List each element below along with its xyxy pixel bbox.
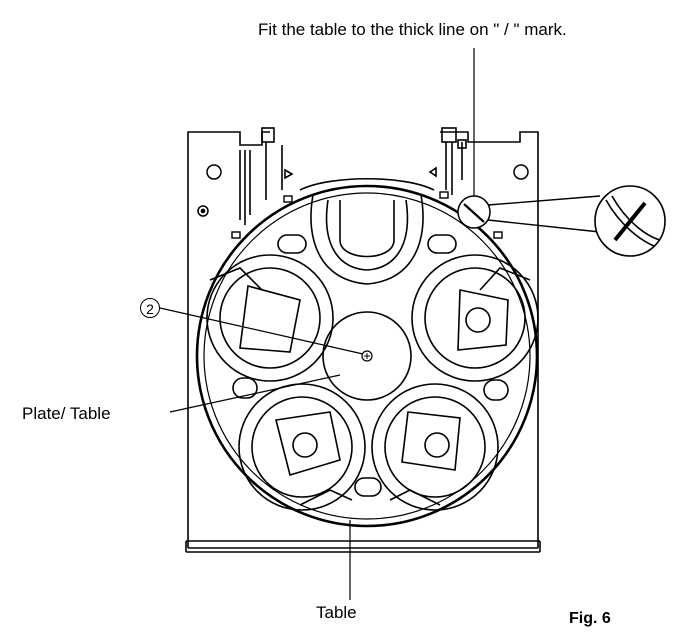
table-label: Table: [316, 603, 357, 622]
mark-circle-small: [457, 195, 491, 229]
turntable-disk: [195, 184, 539, 528]
callout-number-badge: 2: [140, 298, 160, 318]
leader-lines: [159, 48, 475, 600]
alignment-marks: [231, 191, 503, 239]
chassis-frame: [185, 127, 541, 553]
magnified-mark-circle: [594, 185, 666, 257]
magnifier-lines: [487, 195, 601, 233]
figure-caption: Fig. 6: [569, 610, 611, 627]
center-plate: [322, 311, 412, 401]
frame-holes: [197, 164, 529, 217]
plate-table-label: Plate/ Table: [22, 404, 111, 423]
alignment-instruction-label: Fit the table to the thick line on " / "…: [258, 20, 567, 39]
disc-pockets: [206, 177, 539, 511]
